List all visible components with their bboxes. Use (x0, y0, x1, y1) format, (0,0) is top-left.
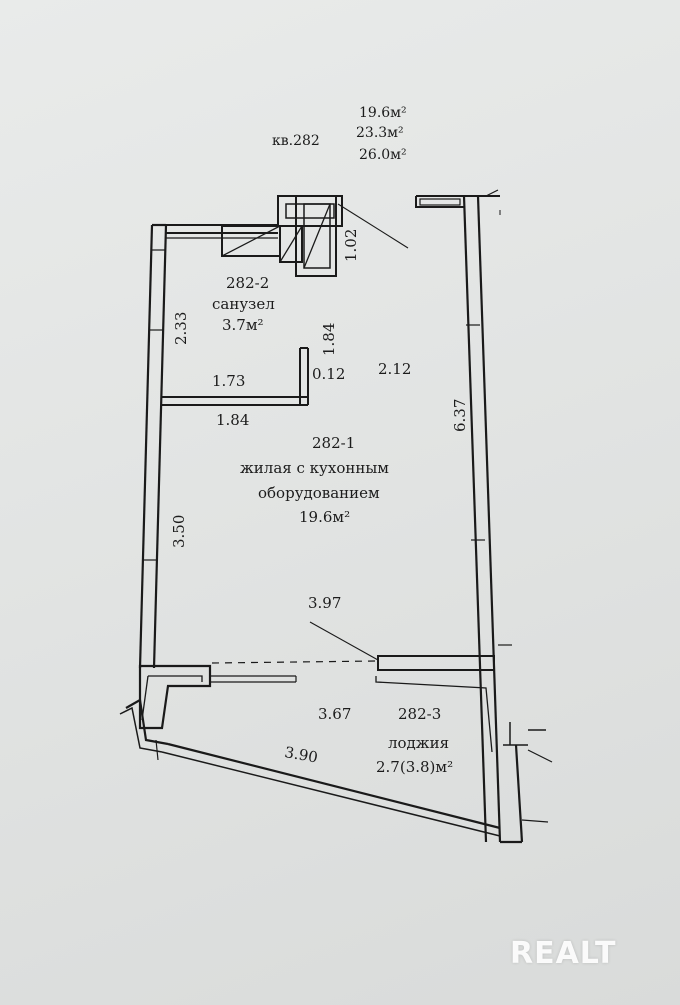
living-room-name-line1: жилая с кухонным (240, 459, 389, 477)
balcony-door-line (211, 660, 379, 664)
right-wall (415, 189, 528, 844)
area-total: 23.3м² (356, 125, 404, 141)
living-room-code: 282-1 (312, 434, 356, 452)
bathroom-partition (162, 347, 309, 406)
dimension-6-37: 6.37 (451, 398, 469, 432)
dimension-2-12: 2.12 (378, 360, 412, 378)
dimension-3-97: 3.97 (308, 594, 342, 612)
living-room-area: 19.6м² (299, 508, 351, 526)
dimension-3-50: 3.50 (170, 514, 188, 548)
dimension-1-84-vertical: 1.84 (320, 322, 338, 356)
loggia-code: 282-3 (398, 705, 442, 723)
dimension-2-33: 2.33 (172, 311, 190, 345)
dimension-1-02: 1.02 (342, 228, 360, 262)
ventilation-shaft (221, 195, 343, 277)
leader-line-3-97 (309, 621, 379, 661)
dimension-1-73: 1.73 (212, 372, 246, 390)
loggia-name: лоджия (388, 734, 450, 752)
dimension-1-84: 1.84 (216, 411, 250, 429)
loggia-parapet (119, 698, 553, 837)
dimension-0-12: 0.12 (312, 365, 346, 383)
left-wall (138, 223, 168, 669)
dimension-3-67: 3.67 (318, 705, 352, 723)
area-living-total: 19.6м² (359, 105, 407, 121)
bathroom-code: 282-2 (226, 274, 270, 292)
apartment-number: кв.282 (272, 133, 320, 149)
bathroom-area: 3.7м² (222, 316, 264, 334)
area-with-loggia: 26.0м² (359, 147, 407, 163)
bathroom-name: санузел (212, 295, 275, 313)
loggia-area: 2.7(3.8)м² (376, 758, 454, 776)
living-room-name-line2: оборудованием (258, 484, 380, 502)
leader-line-1-02 (337, 203, 409, 249)
watermark-logo: REALT (510, 936, 617, 971)
